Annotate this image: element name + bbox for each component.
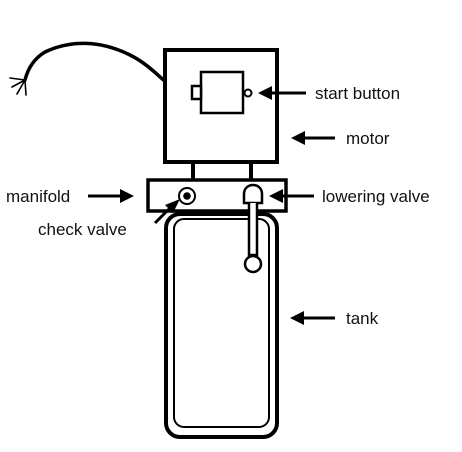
label-arrows <box>88 86 335 325</box>
lowering-valve-label: lowering valve <box>322 187 430 206</box>
start-button-switch <box>190 70 253 115</box>
start-button-label: start button <box>315 84 400 103</box>
tank <box>164 212 279 439</box>
tank-label: tank <box>346 309 379 328</box>
motor-coupling <box>191 162 253 180</box>
check-valve <box>178 187 196 205</box>
check-valve-label: check valve <box>38 220 127 239</box>
manifold-label: manifold <box>6 187 70 206</box>
lowering-valve <box>242 183 264 274</box>
motor-label: motor <box>346 129 390 148</box>
